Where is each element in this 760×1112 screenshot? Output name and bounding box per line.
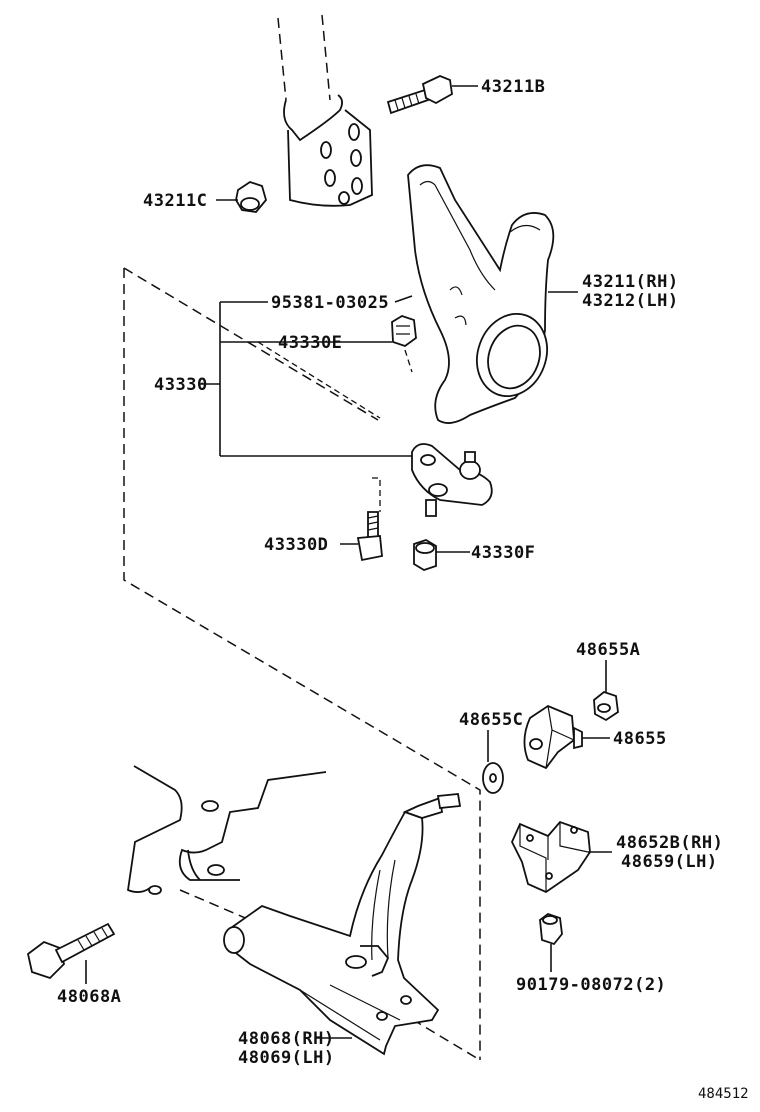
label-43211c: 43211C: [143, 191, 207, 211]
label-48659-lh: 48659(LH): [621, 852, 718, 872]
washer-48655c: [482, 730, 504, 794]
bushing-48655: [523, 704, 610, 770]
cotter-pin-95381: [394, 295, 413, 303]
steering-knuckle: [407, 164, 578, 424]
bracket-48652b: [511, 820, 612, 894]
strut-outline: [277, 14, 373, 207]
ball-joint: [372, 443, 493, 517]
label-48655a: 48655A: [576, 640, 640, 660]
label-43211b: 43211B: [481, 77, 545, 97]
bolt-43330d: [340, 511, 383, 562]
label-48068-rh: 48068(RH): [238, 1029, 335, 1049]
nut-43330f: [413, 539, 470, 571]
dashed-enclosure-top: [123, 267, 379, 421]
nut-43330e: [391, 315, 417, 373]
label-95381: 95381-03025: [271, 293, 389, 313]
label-43330: 43330: [154, 375, 208, 395]
label-48068a: 48068A: [57, 987, 121, 1007]
label-43330f: 43330F: [471, 543, 535, 563]
label-48655: 48655: [613, 729, 667, 749]
label-48652b-rh: 48652B(RH): [616, 833, 723, 853]
nut-90179: [539, 912, 563, 972]
subframe-outline: [127, 765, 327, 895]
label-48069-lh: 48069(LH): [238, 1048, 335, 1068]
lower-control-arm: [223, 793, 462, 1056]
bolt-43211b: [386, 75, 478, 115]
label-43212-lh: 43212(LH): [582, 291, 679, 311]
nut-48655a: [593, 660, 619, 722]
label-43330d: 43330D: [264, 535, 328, 555]
label-48655c: 48655C: [459, 710, 523, 730]
bracket-43330: [198, 301, 415, 457]
label-90179: 90179-08072(2): [516, 975, 666, 995]
label-43211-rh: 43211(RH): [582, 272, 679, 292]
nut-43211c: [216, 181, 267, 213]
dashed-enclosure-left: [123, 268, 481, 1060]
bolt-48068a: [26, 922, 116, 984]
label-43330e: 43330E: [278, 333, 342, 353]
diagram-number: 484512: [698, 1086, 749, 1102]
